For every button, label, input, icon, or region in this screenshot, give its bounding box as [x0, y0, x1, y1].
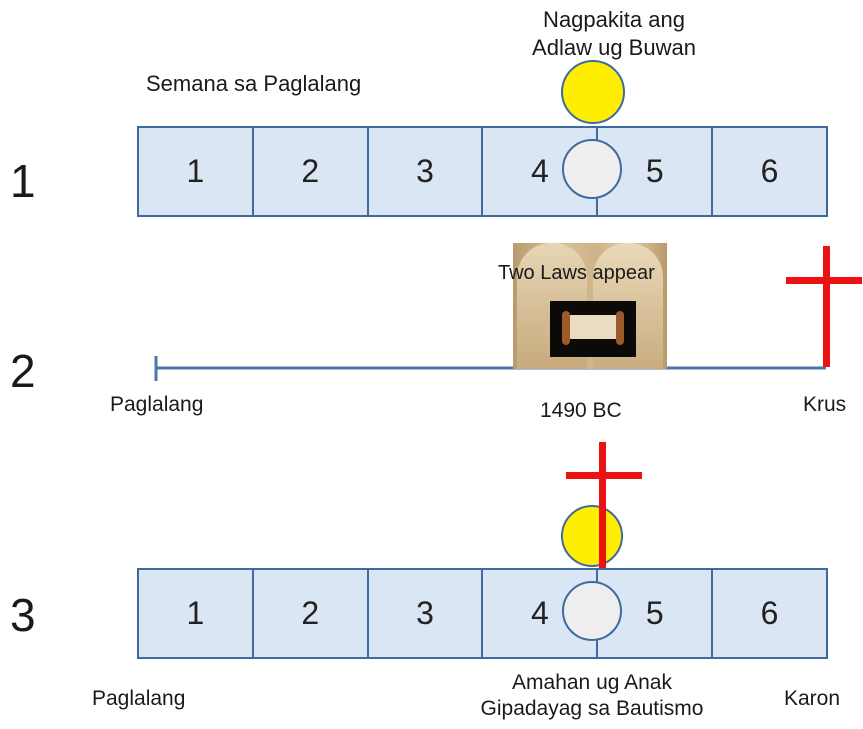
day-cell: 1 [139, 128, 254, 215]
creation-label: Paglalang [92, 687, 186, 710]
date-label: 1490 BC [540, 399, 622, 422]
two-laws-label: Two Laws appear [498, 262, 655, 284]
moon-icon [562, 581, 622, 641]
day-cell: 3 [369, 570, 484, 657]
row-number-1: 1 [10, 155, 36, 207]
day-cell: 5 [598, 570, 714, 657]
cross-icon-vertical [823, 246, 830, 367]
sun-moon-caption: Nagpakita ang Adlaw ug Buwan [532, 6, 696, 61]
day-cell: 1 [139, 570, 254, 657]
day-cell: 6 [760, 153, 779, 189]
scroll-icon [550, 301, 636, 357]
sun-icon [561, 505, 623, 567]
law-tablets-image [513, 243, 667, 369]
creation-label: Paglalang [110, 393, 204, 416]
creation-week-bar: 1 2 3 4 5 6 [137, 126, 828, 217]
baptism-caption-line1: Amahan ug Anak [512, 671, 672, 694]
row-number-2: 2 [10, 345, 36, 397]
present-label: Karon [784, 687, 841, 710]
row-number-3: 3 [10, 589, 36, 641]
day-cell: 2 [254, 128, 369, 215]
day-cell: 6 [760, 595, 779, 631]
present-week-bar: 1 2 3 4 5 6 [137, 568, 828, 659]
baptism-caption: Amahan ug Anak Gipadayag sa Bautismo [481, 670, 704, 723]
day-cell: 5 [598, 128, 714, 215]
cross-icon-vertical [599, 442, 606, 568]
sun-moon-caption-line1: Nagpakita ang [543, 7, 685, 32]
sun-moon-caption-line2: Adlaw ug Buwan [532, 34, 696, 60]
baptism-caption-line2: Gipadayag sa Bautismo [480, 697, 704, 721]
day-cell: 3 [369, 128, 484, 215]
day-cell: 2 [254, 570, 369, 657]
moon-icon [562, 139, 622, 199]
creation-week-title: Semana sa Paglalang [146, 71, 362, 96]
cross-label: Krus [803, 393, 847, 416]
sun-icon [561, 60, 625, 124]
